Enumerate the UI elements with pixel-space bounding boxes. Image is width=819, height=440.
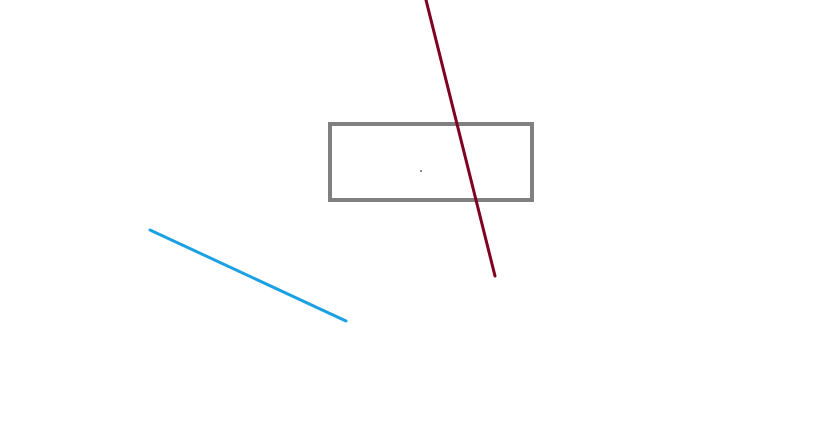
dark-red-line bbox=[424, 0, 497, 278]
gray-rectangle bbox=[328, 122, 534, 202]
center-dot bbox=[420, 170, 422, 172]
blue-line bbox=[148, 228, 348, 323]
